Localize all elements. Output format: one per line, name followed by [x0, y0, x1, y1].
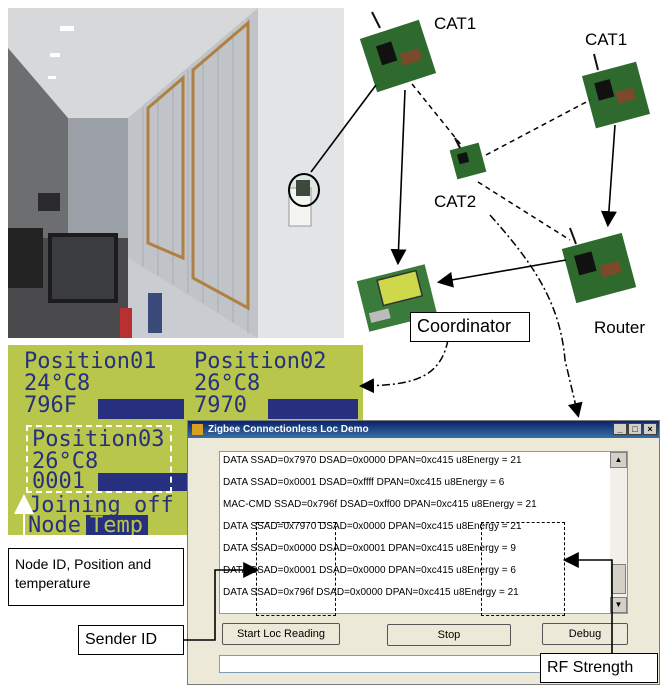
arrow-router-coordinator: [436, 259, 567, 288]
lcd-display: Position01 Position02 24°C8 26°C8 796F 7…: [8, 345, 363, 535]
lcd-joining-status: Joining off: [28, 493, 174, 518]
arrow-cat1-coordinator: [390, 89, 407, 266]
corridor-photo: [8, 8, 344, 338]
app-window: Zigbee Connectionless Loc Demo _ □ × DAT…: [187, 420, 660, 685]
lcd-menu-temp: Temp: [90, 513, 143, 536]
link-cat1-sensor: [310, 84, 377, 173]
maximize-button[interactable]: □: [628, 423, 642, 435]
minimize-button[interactable]: _: [613, 423, 627, 435]
debug-button[interactable]: Debug: [542, 623, 628, 645]
sender-id-highlight: [256, 522, 336, 616]
arrow-cat2-window: [489, 214, 583, 418]
lcd-bar-2: [268, 399, 358, 419]
arrow-cat1right-router: [600, 124, 617, 228]
stop-button[interactable]: Stop: [387, 624, 511, 646]
lcd-id02: 7970: [194, 393, 247, 418]
label-cat1-right: CAT1: [585, 30, 628, 49]
label-cat1-left: CAT1: [434, 14, 477, 33]
lcd-position02: Position02: [194, 349, 327, 374]
label-coordinator: Coordinator: [410, 312, 530, 342]
callout-rf-strength: RF Strength: [540, 653, 658, 683]
lcd-position03: Position03: [32, 427, 165, 452]
scroll-down-icon[interactable]: ▼: [610, 597, 627, 613]
window-titlebar[interactable]: Zigbee Connectionless Loc Demo _ □ ×: [188, 421, 659, 438]
lcd-id03: 0001: [32, 469, 85, 494]
lcd-menu-temp-bg: [86, 515, 148, 535]
scroll-thumb[interactable]: [611, 564, 626, 594]
log-row[interactable]: DATA SSAD=0x0001 DSAD=0xffff DPAN=0xc415…: [223, 477, 505, 488]
callout-node-info: Node ID, Position and temperature: [8, 548, 184, 606]
callout-sender-id: Sender ID: [78, 625, 184, 655]
link-cat2-cat1right: [485, 99, 591, 156]
log-row[interactable]: DATA SSAD=0x0001 DSAD=0x0000 DPAN=0xc415…: [223, 565, 516, 576]
log-row[interactable]: DATA SSAD=0x7970 DSAD=0x0000 DPAN=0xc415…: [223, 521, 522, 532]
lcd-bar-3: [98, 473, 188, 491]
window-title: Zigbee Connectionless Loc Demo: [208, 424, 369, 435]
lcd-menu-node: Node: [28, 513, 81, 536]
lcd-bar-1: [98, 399, 184, 419]
close-button[interactable]: ×: [643, 423, 657, 435]
log-row[interactable]: DATA SSAD=0x0000 DSAD=0x0001 DPAN=0xc415…: [223, 543, 516, 554]
cat2-board: [449, 137, 487, 180]
lcd-position01: Position01: [24, 349, 157, 374]
log-row[interactable]: DATA SSAD=0x7970 DSAD=0x0000 DPAN=0xc415…: [223, 455, 522, 466]
label-cat2: CAT2: [434, 192, 477, 211]
cat1-right-board: [581, 53, 651, 129]
lcd-temp01: 24°C8: [24, 371, 91, 396]
cat1-left-board: [359, 11, 437, 93]
arrow-coordinator-lcd: [359, 339, 449, 394]
label-router: Router: [594, 318, 646, 337]
link-cat2-router: [477, 181, 571, 241]
log-row[interactable]: DATA SSAD=0x796f DSAD=0x0000 DPAN=0xc415…: [223, 587, 519, 598]
log-listbox[interactable]: DATA SSAD=0x7970 DSAD=0x0000 DPAN=0xc415…: [219, 451, 628, 614]
app-icon: [192, 424, 203, 435]
router-board: [561, 227, 637, 304]
start-loc-reading-button[interactable]: Start Loc Reading: [222, 623, 340, 645]
lcd-temp03: 26°C8: [32, 449, 99, 474]
lcd-highlight-box: [26, 425, 172, 493]
log-row[interactable]: MAC-CMD SSAD=0x796f DSAD=0xff00 DPAN=0xc…: [223, 499, 537, 510]
log-scrollbar[interactable]: ▲ ▼: [610, 452, 627, 613]
link-cat1-cat2: [411, 83, 463, 147]
scroll-up-icon[interactable]: ▲: [610, 452, 627, 468]
lcd-id01: 796F: [24, 393, 77, 418]
lcd-temp02: 26°C8: [194, 371, 261, 396]
rf-strength-highlight: [481, 522, 565, 616]
corridor-photo-drawing: [8, 8, 344, 338]
